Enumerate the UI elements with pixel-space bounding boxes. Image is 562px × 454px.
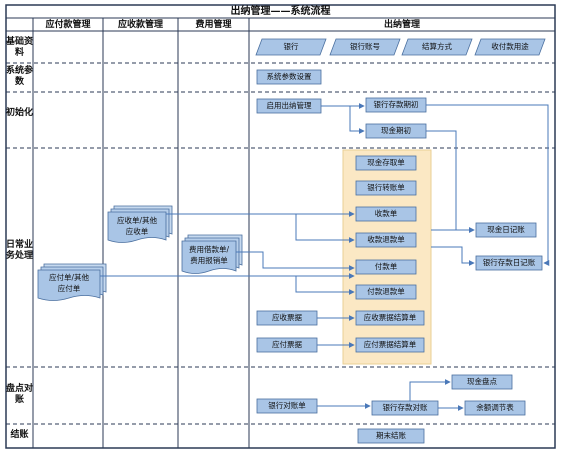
- ap-doc-label-1: 应付单/其他: [48, 273, 90, 282]
- payment-label: 付款单: [374, 262, 398, 271]
- diagram-frame: [5, 4, 556, 449]
- bank-journal-box: [475, 255, 543, 271]
- cash-journal-box: [475, 222, 537, 238]
- col-header-cashier: 出纳管理: [383, 20, 420, 30]
- master-settlement: 结算方式: [422, 42, 452, 51]
- notes-payable-settle-label: 应付票据结算单: [363, 340, 417, 349]
- notes-receivable-settle-box: [355, 310, 425, 326]
- arrow-enable-to-cashinit: [349, 106, 365, 134]
- arrow-exp-to-payment: [236, 251, 355, 271]
- enable-cashier-label: 启用出纳管理: [266, 101, 312, 110]
- col-header-ar: 应收款管理: [117, 20, 163, 30]
- col-header-ap: 应付款管理: [45, 20, 91, 30]
- row-label-daily: 日常业务处理: [6, 240, 34, 261]
- receipt-box: [355, 206, 417, 222]
- exp-doc-label-1: 费用借款单/: [188, 245, 230, 254]
- row-label-reconcile: 盘点对账: [6, 384, 34, 405]
- master-purpose-shape: [474, 38, 546, 56]
- ap-doc-shape: [37, 269, 101, 301]
- receipt-refund-box: [355, 232, 417, 248]
- ar-doc-label-1: 应收单/其他: [116, 216, 158, 225]
- cash-deposit-label: 现金存取单: [367, 158, 405, 167]
- payment-refund-label: 付款退款单: [367, 287, 405, 296]
- exp-doc-label-2: 费用报销单: [190, 256, 228, 265]
- cash-deposit-box: [355, 155, 417, 171]
- arrow-to-paymentrefund: [295, 276, 355, 295]
- arrow-cashinit-to-journal: [426, 130, 475, 233]
- bank-transfer-box: [355, 180, 417, 196]
- master-bank-account-shape: [329, 38, 401, 56]
- cash-count-label: 现金盘点: [467, 377, 497, 386]
- bank-deposit-init-label: 银行存款期初: [373, 100, 419, 109]
- notes-payable-settle-box: [355, 337, 425, 353]
- master-purpose: 收付款用途: [491, 42, 529, 51]
- receipt-refund-label: 收款退款单: [367, 235, 405, 244]
- col-header-expense: 费用管理: [195, 20, 232, 30]
- master-settlement-shape: [401, 38, 473, 56]
- period-close-label: 期末结账: [376, 431, 406, 440]
- arrow-bankinit-to-journal: [426, 104, 550, 266]
- master-bank: 银行: [283, 42, 299, 51]
- row-label-master: 基础资料: [6, 37, 34, 58]
- master-bank-account: 银行账号: [350, 42, 380, 51]
- arrow-ar-to-receiptrefund: [295, 214, 355, 243]
- sys-params-box: [256, 69, 322, 85]
- bank-journal-label: 银行存款日记账: [482, 258, 536, 267]
- row-label-params: 系统参数: [6, 66, 34, 87]
- arrow-panel-to-bankjournal: [431, 246, 475, 266]
- period-close-box: [357, 428, 425, 444]
- cash-journal-label: 现金日记账: [487, 225, 525, 234]
- bank-statement-label: 银行对账单: [268, 401, 306, 410]
- ar-doc-label-2: 应收单: [125, 227, 149, 236]
- receipt-label: 收款单: [374, 209, 398, 218]
- notes-receivable-label: 应收票据: [272, 313, 302, 322]
- cash-init-label: 现金期初: [381, 126, 411, 135]
- ap-doc-label-2: 应付单: [57, 284, 81, 293]
- exp-doc-shape: [181, 240, 237, 274]
- balance-adjust-label: 余额调节表: [476, 403, 514, 412]
- diagram-title: 出纳管理——系统流程: [230, 6, 331, 17]
- row-label-close: 结账: [10, 430, 29, 440]
- row-label-init: 初始化: [6, 108, 34, 118]
- bank-reconcile-label: 银行存款对账: [382, 403, 428, 412]
- notes-receivable-settle-label: 应收票据结算单: [363, 313, 417, 322]
- bank-transfer-label: 银行转账单: [367, 183, 405, 192]
- ar-doc-shape: [107, 211, 167, 243]
- notes-payable-label: 应付票据: [272, 340, 302, 349]
- balance-adjust-box: [464, 400, 526, 416]
- payment-box: [355, 259, 417, 275]
- arrow-to-cashcount: [409, 379, 451, 401]
- sys-params-label: 系统参数设置: [266, 72, 312, 81]
- payment-refund-box: [355, 284, 417, 300]
- master-bank-shape: [255, 38, 327, 56]
- cash-count-box: [451, 374, 513, 390]
